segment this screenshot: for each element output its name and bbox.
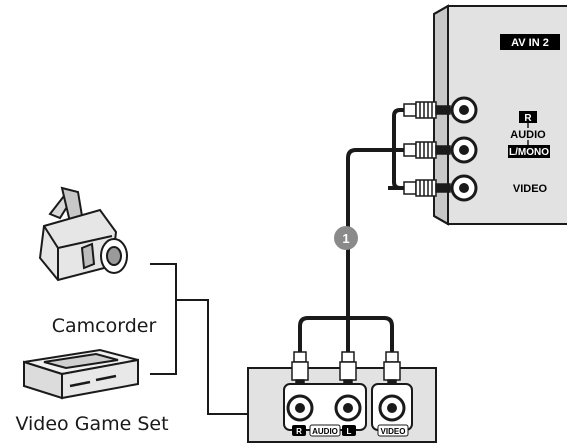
source-l-label: L — [347, 427, 352, 436]
camcorder-label: Camcorder — [52, 315, 157, 337]
source-audio-label: AUDIO — [312, 427, 338, 436]
source-jack-audio-l — [334, 394, 362, 422]
av-in-2-badge — [500, 34, 560, 50]
tv-lmono-label: L/MONO — [509, 147, 549, 158]
av-in-2-label: AV IN 2 — [511, 37, 549, 49]
tv-jack-audio-r — [450, 96, 478, 124]
tv-audio-label: AUDIO — [510, 129, 546, 141]
tv-r-badge — [519, 111, 537, 123]
source-jack-audio-r — [286, 394, 314, 422]
av-cable — [298, 108, 404, 352]
source-jack-video — [378, 394, 406, 422]
source-panel: R AUDIO L VIDEO — [247, 351, 437, 443]
source-video-label: VIDEO — [381, 427, 406, 436]
callout-number: 1 — [342, 231, 349, 246]
video-game-set-label: Video Game Set — [15, 413, 168, 435]
tv-back-panel: AV IN 2 R AUDIO L/MONO VIDEO — [433, 4, 567, 226]
source-r-label: R — [296, 427, 302, 436]
tv-lmono-badge — [508, 145, 550, 158]
tv-jack-audio-l — [450, 136, 478, 164]
tv-jack-video — [450, 174, 478, 202]
camcorder-icon — [38, 186, 128, 282]
game-console-icon — [23, 348, 139, 400]
tv-video-label: VIDEO — [513, 183, 548, 195]
tv-r-label: R — [524, 113, 532, 124]
tv-plugs — [403, 101, 451, 197]
callout-1: 1 — [334, 226, 358, 250]
device-bracket — [150, 263, 248, 415]
